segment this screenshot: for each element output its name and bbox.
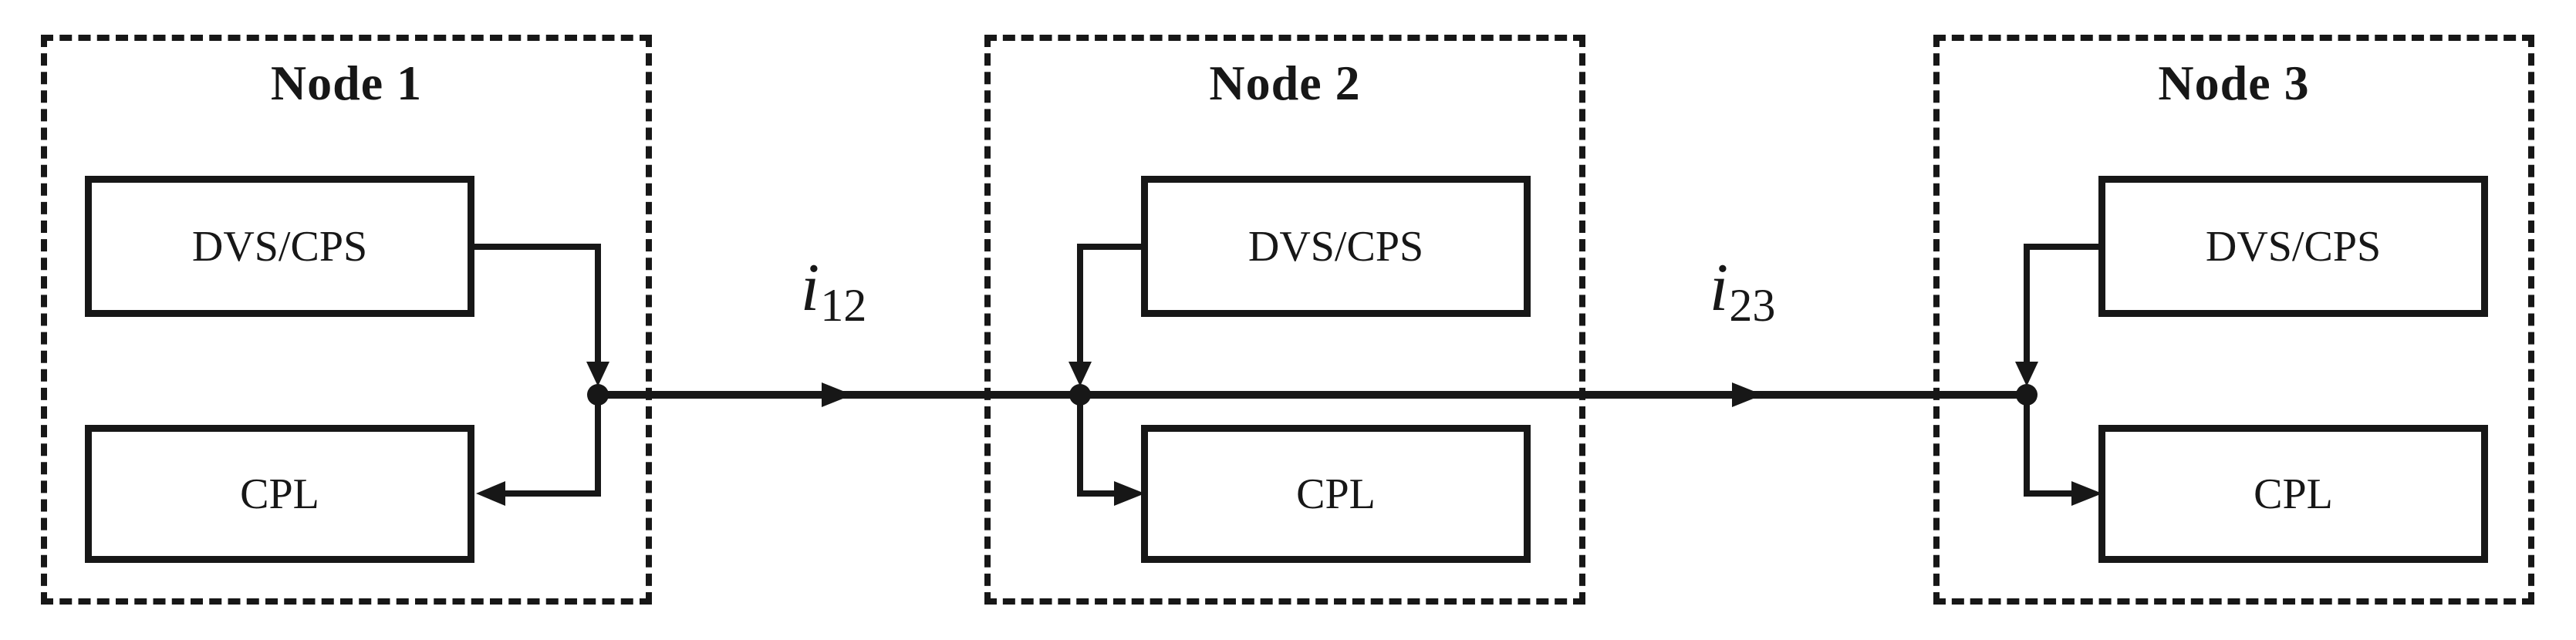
node1-dvs-cps-block: DVS/CPS bbox=[85, 176, 474, 317]
node1-cpl-block: CPL bbox=[85, 425, 474, 563]
node3-junction-arrow-down-icon bbox=[2015, 362, 2038, 386]
node3-source-out-hline bbox=[2024, 244, 2105, 250]
node3-junction-dot bbox=[2016, 384, 2038, 406]
node2-load-down-vline bbox=[1077, 395, 1083, 497]
current-label-i23: i23 bbox=[1665, 251, 1819, 329]
node1-load-down-vline bbox=[595, 395, 601, 497]
node3-load-in-hline bbox=[2024, 490, 2073, 497]
node1-junction-arrow-down-icon bbox=[586, 362, 609, 386]
node2-dvs-cps-label: DVS/CPS bbox=[1247, 222, 1424, 271]
node1-frame bbox=[41, 35, 652, 605]
node1-source-out-hline bbox=[469, 244, 601, 250]
node3-source-down-vline bbox=[2024, 244, 2030, 363]
node2-cpl-block: CPL bbox=[1141, 425, 1531, 563]
node2-title: Node 2 bbox=[1209, 56, 1361, 110]
node1-source-down-vline bbox=[595, 244, 601, 363]
node3-cpl-label: CPL bbox=[2254, 470, 2333, 518]
node2-source-down-vline bbox=[1077, 244, 1083, 363]
bus-current-arrow-12-icon bbox=[822, 382, 852, 407]
node2-junction-arrow-down-icon bbox=[1069, 362, 1092, 386]
current-label-i12-symbol: i bbox=[800, 251, 820, 325]
node2-junction-dot bbox=[1069, 384, 1091, 406]
node2-dvs-cps-block: DVS/CPS bbox=[1141, 176, 1531, 317]
node3-load-down-vline bbox=[2024, 395, 2030, 497]
node1-load-in-hline bbox=[504, 490, 601, 497]
node3-frame bbox=[1933, 35, 2534, 605]
node3-cpl-block: CPL bbox=[2098, 425, 2488, 563]
node3-dvs-cps-label: DVS/CPS bbox=[2205, 222, 2382, 271]
node3-dvs-cps-block: DVS/CPS bbox=[2098, 176, 2488, 317]
node2-source-out-hline bbox=[1077, 244, 1148, 250]
node1-title: Node 1 bbox=[270, 56, 423, 110]
node1-cpl-label: CPL bbox=[240, 470, 319, 518]
bus-current-arrow-23-icon bbox=[1732, 382, 1763, 407]
node2-load-in-hline bbox=[1077, 490, 1117, 497]
node2-cpl-label: CPL bbox=[1296, 470, 1376, 518]
node1-load-arrow-left-icon bbox=[476, 481, 505, 506]
node2-load-arrow-right-icon bbox=[1114, 481, 1145, 506]
current-label-i23-symbol: i bbox=[1709, 251, 1729, 325]
current-label-i12: i12 bbox=[756, 251, 910, 329]
current-label-i12-subscript: 12 bbox=[820, 280, 867, 332]
node1-junction-dot bbox=[587, 384, 609, 406]
node1-dvs-cps-label: DVS/CPS bbox=[191, 222, 368, 271]
node2-frame bbox=[984, 35, 1585, 605]
node3-load-arrow-right-icon bbox=[2071, 481, 2102, 506]
node3-title: Node 3 bbox=[2158, 56, 2310, 110]
current-label-i23-subscript: 23 bbox=[1729, 280, 1776, 332]
dc-bus-line bbox=[598, 391, 2027, 399]
